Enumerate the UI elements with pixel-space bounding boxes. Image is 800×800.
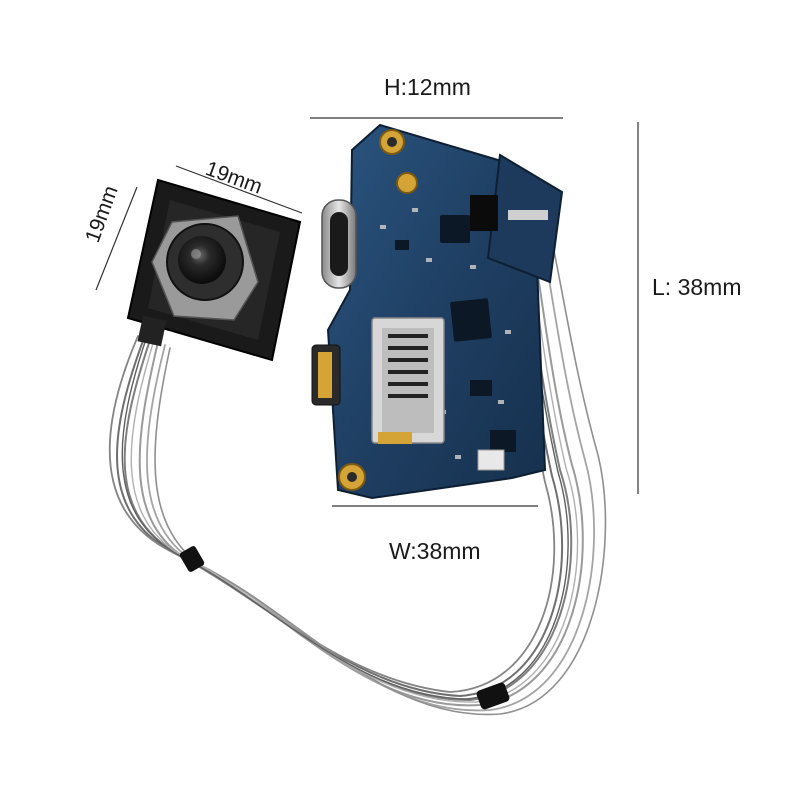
height-dimension-label: H:12mm <box>384 74 471 100</box>
camera-width-dimension-line <box>175 165 303 214</box>
dimension-lines <box>95 117 639 507</box>
wire-binding-1 <box>179 546 205 572</box>
camera-module-icon <box>126 178 302 362</box>
lens-glass <box>178 236 226 284</box>
side-connector <box>311 344 341 406</box>
wire-binding-2 <box>476 682 510 710</box>
usb-c-port-icon <box>321 199 357 289</box>
sd-card-slot-icon <box>371 317 445 444</box>
camera-height-dimension-line <box>95 186 138 291</box>
length-dimension-label: L: 38mm <box>652 274 742 300</box>
mounting-hole-mid <box>396 172 418 194</box>
width-dimension-label: W:38mm <box>389 538 481 564</box>
flex-connector-icon <box>470 153 564 284</box>
small-connector <box>477 449 505 471</box>
